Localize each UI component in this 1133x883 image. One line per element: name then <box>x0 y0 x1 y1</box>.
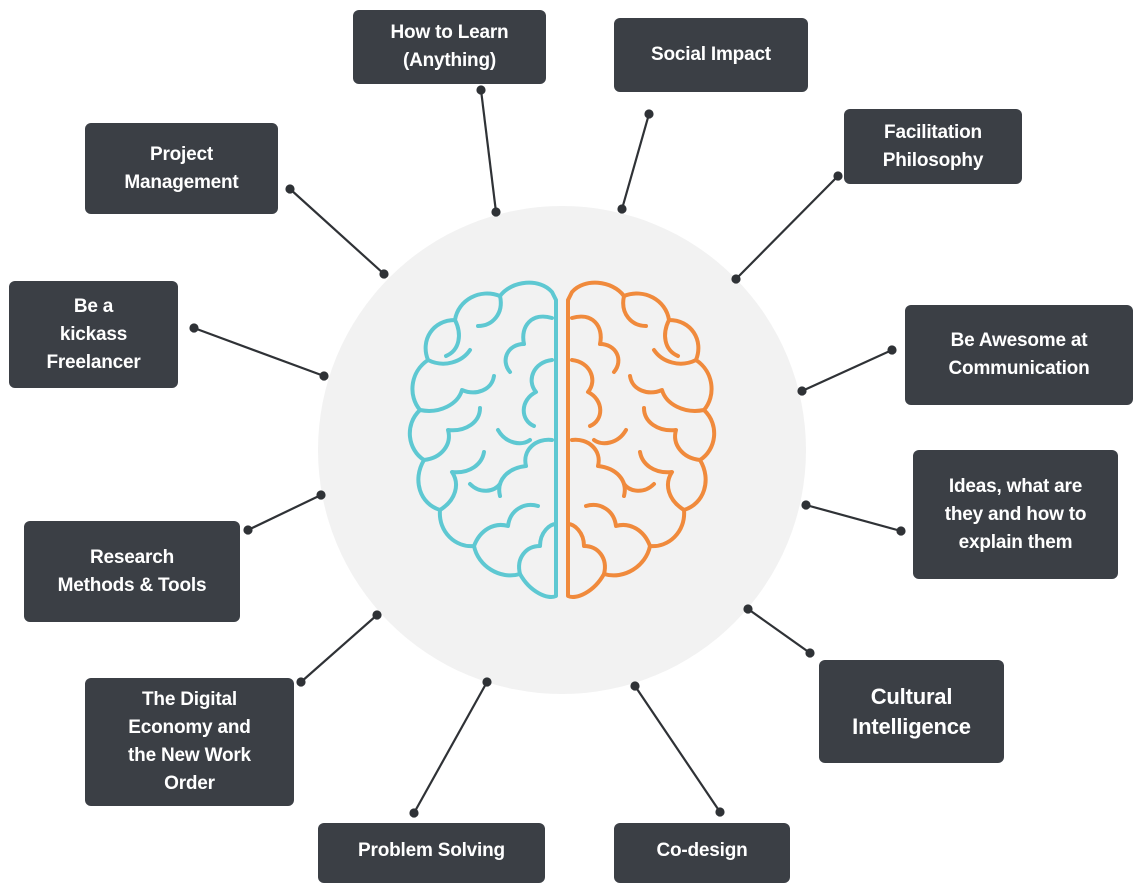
connector-social <box>617 109 654 214</box>
connector-ideas <box>801 500 906 536</box>
topic-digital-economy-label: The Digital Economy and the New Work Ord… <box>128 689 251 794</box>
connector-comm <box>797 345 897 396</box>
topic-co-design: Co-design <box>614 823 790 883</box>
brain-right-hemisphere <box>566 280 717 599</box>
topic-research-methods-label: Research Methods & Tools <box>57 546 207 596</box>
connector-project <box>285 184 389 279</box>
topic-communication: Be Awesome at Communication <box>905 305 1133 405</box>
connector-problem <box>409 677 492 818</box>
brain-left-hemisphere <box>407 280 558 599</box>
topic-freelancer: Be a kickass Freelancer <box>9 281 178 388</box>
topic-social-impact: Social Impact <box>614 18 808 92</box>
topic-research-methods: Research Methods & Tools <box>24 521 240 622</box>
topic-communication-label: Be Awesome at Communication <box>948 330 1090 379</box>
topic-social-impact-label: Social Impact <box>651 44 771 65</box>
connector-howto <box>476 85 501 217</box>
topic-facilitation-philosophy: Facilitation Philosophy <box>844 109 1022 184</box>
topic-project-management-label: Project Management <box>124 143 239 193</box>
topic-digital-economy: The Digital Economy and the New Work Ord… <box>85 678 294 806</box>
connector-research <box>243 490 326 535</box>
topic-co-design-label: Co-design <box>656 840 748 861</box>
topic-problem-solving-label: Problem Solving <box>358 840 505 861</box>
topic-project-management: Project Management <box>85 123 278 214</box>
topic-ideas-label: Ideas, what are they and how to explain … <box>944 475 1087 553</box>
topic-cultural-intelligence-label: Cultural Intelligence <box>852 683 971 739</box>
topic-cultural-intelligence: Cultural Intelligence <box>819 660 1004 763</box>
topic-problem-solving: Problem Solving <box>318 823 545 883</box>
brain-icon <box>407 280 717 599</box>
topic-how-to-learn-label: How to Learn (Anything) <box>390 22 509 71</box>
connector-free <box>189 323 329 381</box>
topic-how-to-learn: How to Learn (Anything) <box>353 10 546 84</box>
topic-freelancer-label: Be a kickass Freelancer <box>46 295 141 373</box>
connector-cultural <box>743 604 815 658</box>
center-circle <box>318 206 806 694</box>
connector-facil <box>731 171 843 284</box>
connector-digital <box>296 610 382 687</box>
topic-facilitation-philosophy-label: Facilitation Philosophy <box>882 121 984 171</box>
connector-codesign <box>630 681 725 817</box>
topic-ideas: Ideas, what are they and how to explain … <box>913 450 1118 579</box>
